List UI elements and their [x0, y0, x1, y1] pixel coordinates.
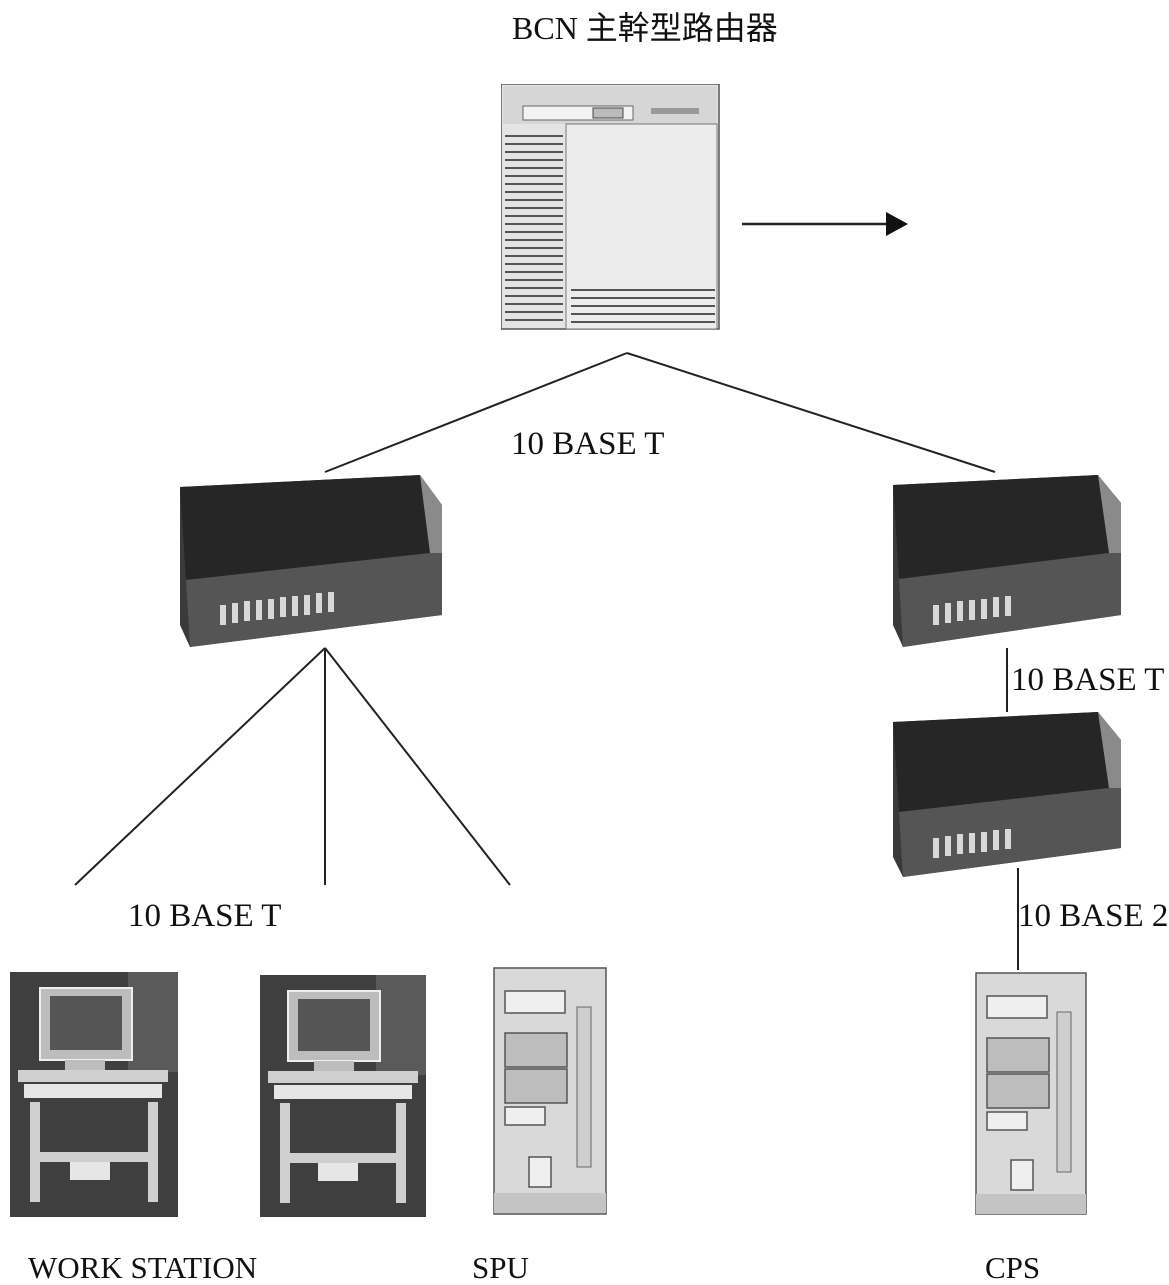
uplink-arrow-head [886, 212, 908, 236]
spu-tower-icon [493, 967, 607, 1215]
link-label-hub-right-hub-lower: 10 BASE T [1011, 662, 1165, 698]
workstation-icon [260, 975, 426, 1217]
label-workstations: WORK STATION [28, 1250, 258, 1285]
link-router-hub-left [324, 352, 628, 473]
router-icon [501, 84, 720, 330]
link-label-router-hubs: 10 BASE T [511, 426, 665, 462]
cps-tower-icon [975, 972, 1087, 1215]
diagram-title: BCN 主幹型路由器 [512, 10, 778, 46]
hub-left-icon [180, 475, 442, 647]
link-label-hub-workstations: 10 BASE T [128, 898, 282, 934]
link-label-hub-lower-cps: 10 BASE 2 [1018, 898, 1169, 934]
label-cps: CPS [985, 1250, 1041, 1285]
link-hub-spu [324, 647, 511, 886]
workstation-icon [10, 972, 178, 1217]
label-spu: SPU [472, 1250, 529, 1285]
link-router-hub-right [626, 352, 996, 473]
hub-lower-icon [893, 712, 1121, 877]
link-hub-workstation-1 [74, 647, 326, 886]
hub-right-icon [893, 475, 1121, 647]
